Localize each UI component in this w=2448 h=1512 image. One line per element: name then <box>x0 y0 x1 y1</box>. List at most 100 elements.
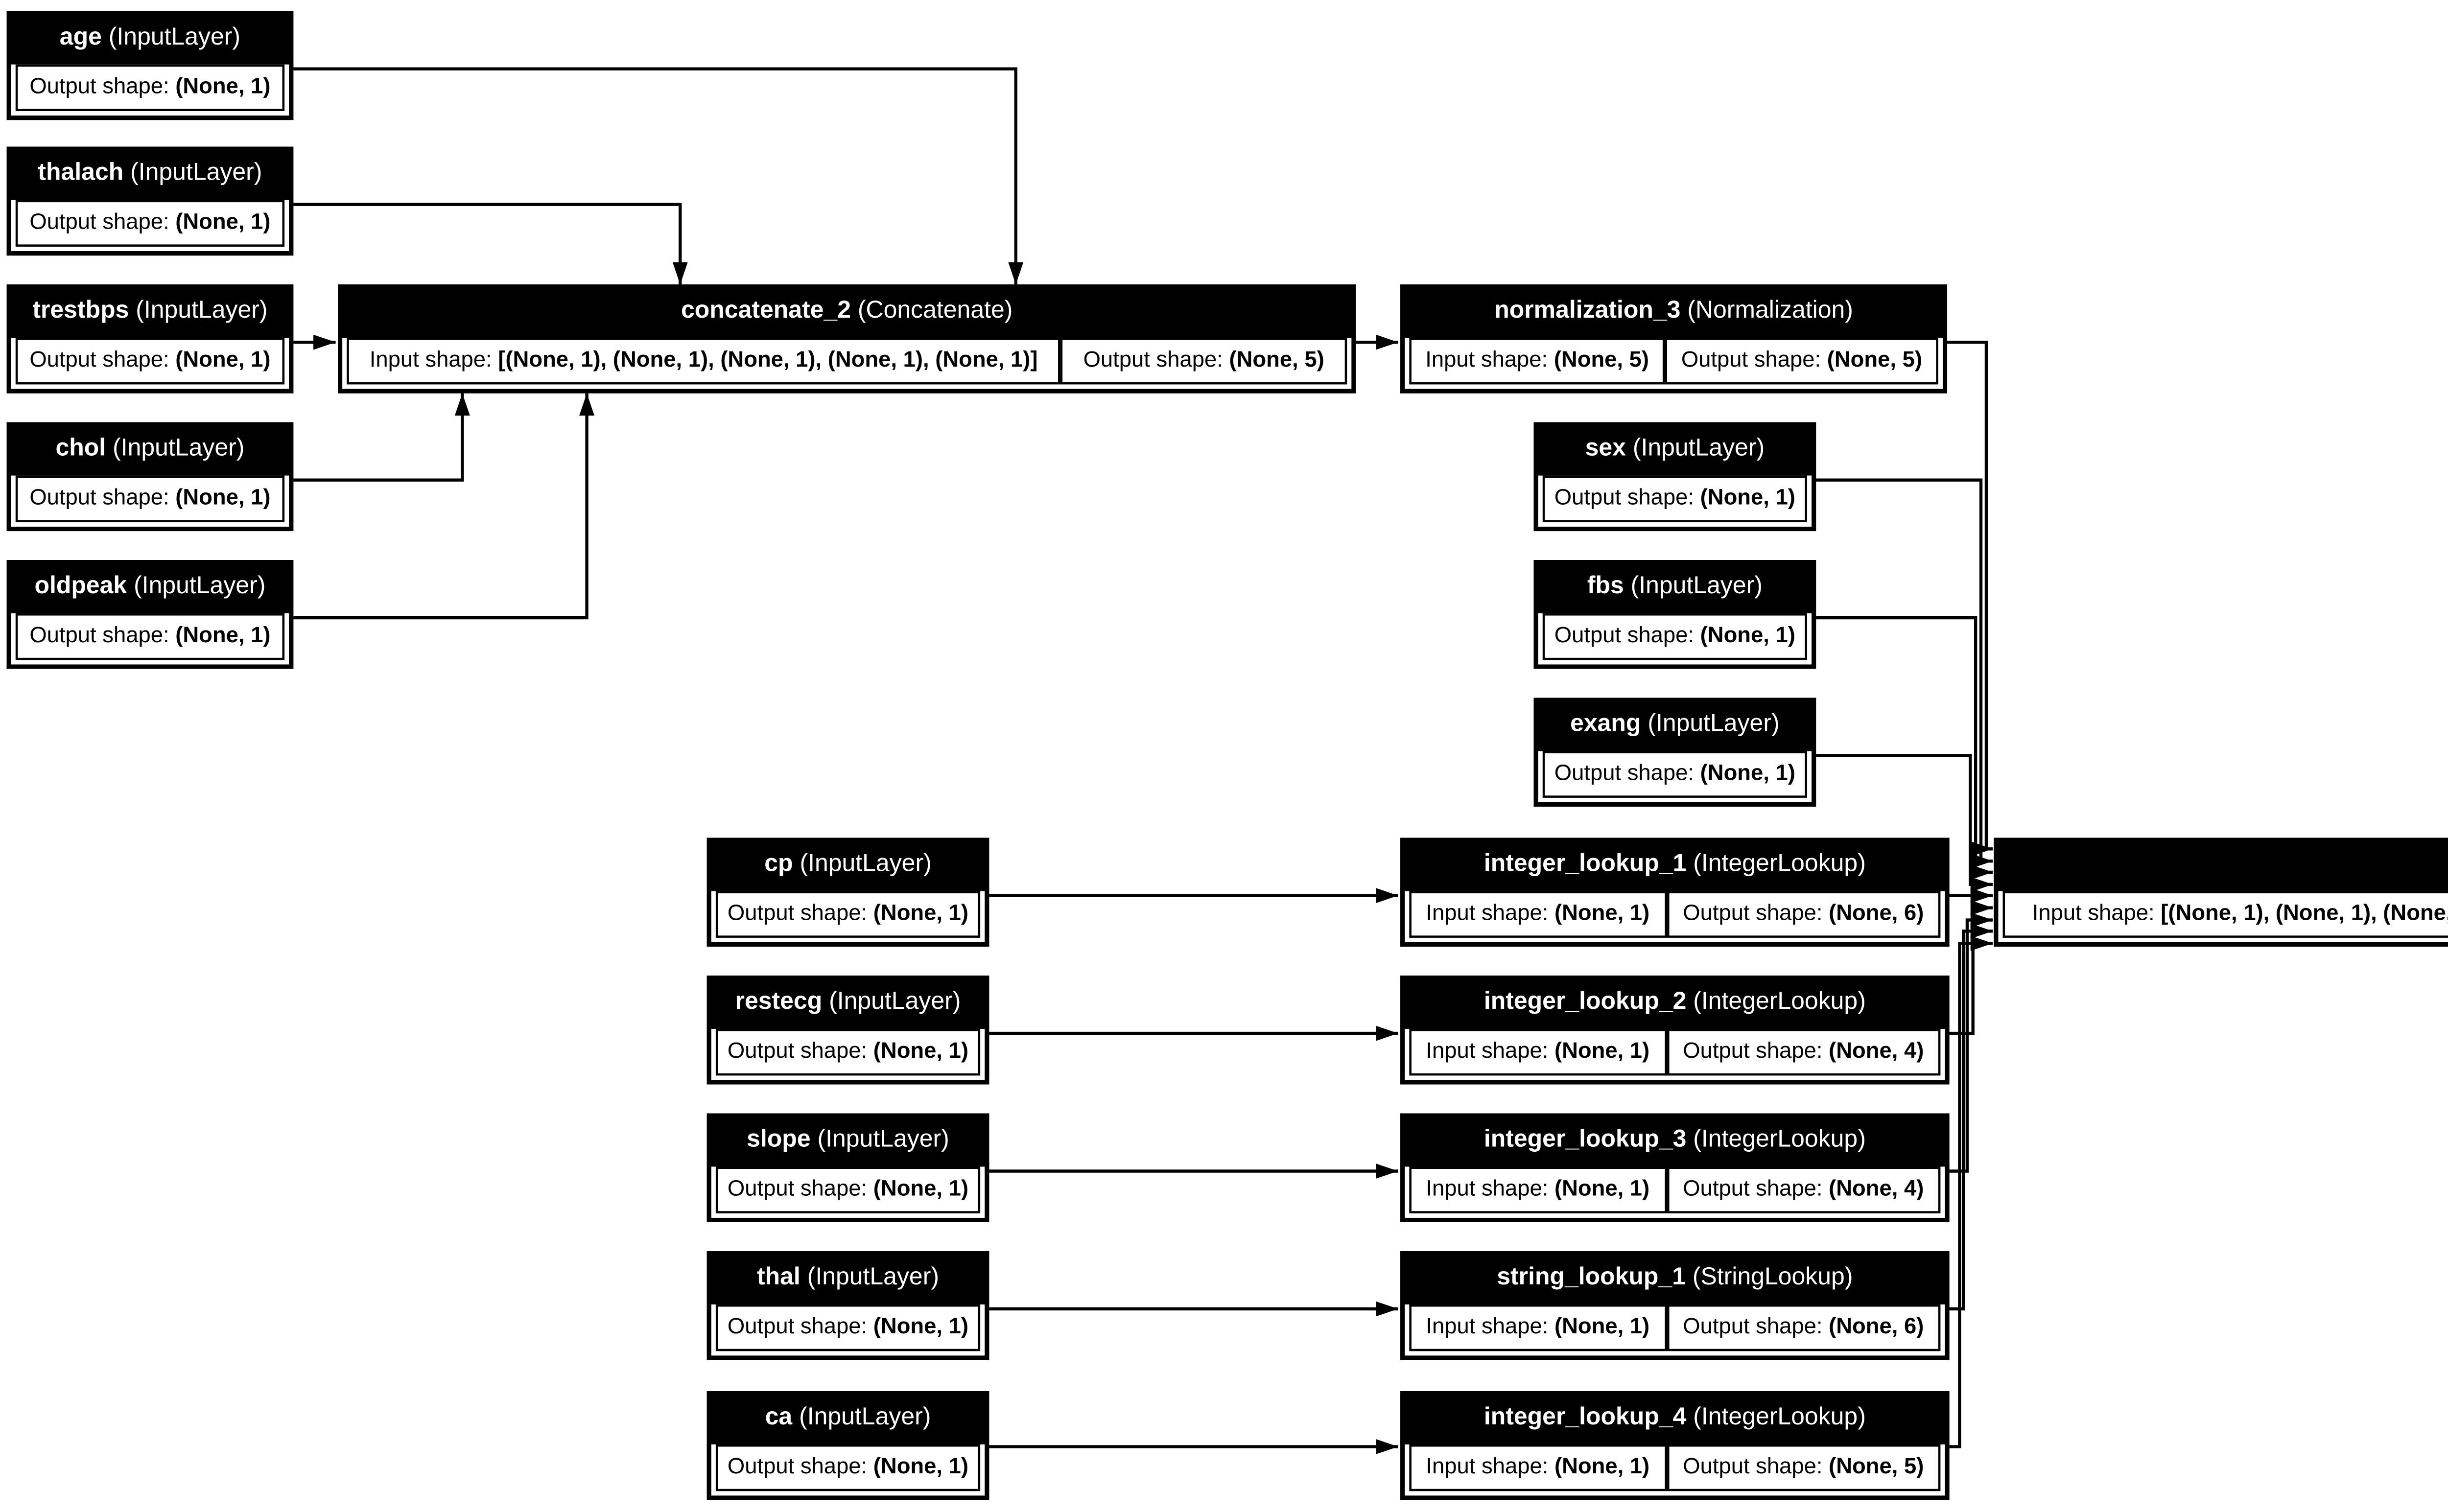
shape-cell: Output shape: (None, 1) <box>715 1303 981 1351</box>
shape-cell: Output shape: (None, 1) <box>715 1165 981 1213</box>
node-integer_lookup_4: integer_lookup_4 (IntegerLookup)Input sh… <box>1400 1391 1950 1500</box>
shape-cell: Output shape: (None, 1) <box>15 63 285 111</box>
node-integer_lookup_3: integer_lookup_3 (IntegerLookup)Input sh… <box>1400 1113 1950 1222</box>
node-restecg: restecg (InputLayer)Output shape: (None,… <box>706 976 989 1085</box>
node-title: integer_lookup_4 (IntegerLookup) <box>1405 1396 1945 1443</box>
node-shape-row: Output shape: (None, 1) <box>711 890 985 942</box>
shape-cell: Input shape: (None, 1) <box>1409 890 1667 938</box>
shape-cell: Input shape: (None, 1) <box>1409 1027 1667 1076</box>
node-integer_lookup_1: integer_lookup_1 (IntegerLookup)Input sh… <box>1400 837 1950 947</box>
node-title: string_lookup_1 (StringLookup) <box>1405 1256 1945 1303</box>
shape-cell: Output shape: (None, 1) <box>715 1027 981 1076</box>
edge-string_lookup_1-to-concatenate_3 <box>1949 923 1993 1311</box>
shape-cell: Output shape: (None, 1) <box>15 199 285 247</box>
shape-cell: Input shape: [(None, 1), (None, 1), (Non… <box>347 336 1061 385</box>
node-shape-row: Output shape: (None, 1) <box>1538 750 1812 802</box>
node-title: integer_lookup_3 (IntegerLookup) <box>1405 1117 1945 1166</box>
shape-cell: Output shape: (None, 6) <box>1666 890 1941 938</box>
node-title: integer_lookup_2 (IntegerLookup) <box>1405 980 1945 1028</box>
edge-oldpeak-to-concatenate_2 <box>293 393 594 620</box>
node-integer_lookup_2: integer_lookup_2 (IntegerLookup)Input sh… <box>1400 976 1950 1085</box>
node-title: exang (InputLayer) <box>1538 702 1812 750</box>
node-shape-row: Output shape: (None, 1) <box>11 199 289 252</box>
node-age: age (InputLayer)Output shape: (None, 1) <box>6 11 294 120</box>
node-shape-row: Input shape: (None, 1)Output shape: (Non… <box>1405 1027 1945 1080</box>
node-title: age (InputLayer) <box>11 15 289 64</box>
node-shape-row: Input shape: (None, 1)Output shape: (Non… <box>1405 1165 1945 1218</box>
node-shape-row: Output shape: (None, 1) <box>1538 474 1812 527</box>
node-exang: exang (InputLayer)Output shape: (None, 1… <box>1533 698 1816 807</box>
node-shape-row: Output shape: (None, 1) <box>711 1303 985 1356</box>
node-shape-row: Output shape: (None, 1) <box>11 336 289 389</box>
node-shape-row: Input shape: (None, 1)Output shape: (Non… <box>1405 890 1945 942</box>
node-title: normalization_3 (Normalization) <box>1405 289 1943 337</box>
edge-normalization_3-to-concatenate_3 <box>1947 340 1993 857</box>
node-shape-row: Output shape: (None, 1) <box>11 63 289 116</box>
shape-cell: Output shape: (None, 1) <box>1542 612 1808 660</box>
node-concatenate_3: concatenate_3 (Concatenate)Input shape: … <box>1994 837 2448 947</box>
node-thal: thal (InputLayer)Output shape: (None, 1) <box>706 1251 989 1360</box>
shape-cell: Input shape: (None, 1) <box>1409 1303 1667 1351</box>
shape-cell: Input shape: (None, 1) <box>1409 1443 1667 1491</box>
node-cp: cp (InputLayer)Output shape: (None, 1) <box>706 837 989 947</box>
node-title: restecg (InputLayer) <box>711 980 985 1028</box>
node-title: concatenate_2 (Concatenate) <box>342 289 1352 337</box>
node-concatenate_2: concatenate_2 (Concatenate)Input shape: … <box>338 284 1356 394</box>
edge-age-to-concatenate_2 <box>293 67 1024 285</box>
node-shape-row: Input shape: [(None, 1), (None, 1), (Non… <box>1998 890 2448 942</box>
node-title: integer_lookup_1 (IntegerLookup) <box>1405 842 1945 890</box>
edge-thalach-to-concatenate_2 <box>293 203 688 285</box>
shape-cell: Output shape: (None, 5) <box>1666 1443 1941 1491</box>
node-shape-row: Input shape: [(None, 1), (None, 1), (Non… <box>342 336 1352 389</box>
shape-cell: Output shape: (None, 1) <box>1542 750 1808 798</box>
node-shape-row: Output shape: (None, 1) <box>711 1443 985 1496</box>
node-slope: slope (InputLayer)Output shape: (None, 1… <box>706 1113 989 1222</box>
node-title: concatenate_3 (Concatenate) <box>1998 842 2448 890</box>
node-ca: ca (InputLayer)Output shape: (None, 1) <box>706 1391 989 1500</box>
node-shape-row: Output shape: (None, 1) <box>1538 612 1812 665</box>
edge-sex-to-concatenate_3 <box>1816 478 1993 869</box>
node-sex: sex (InputLayer)Output shape: (None, 1) <box>1533 422 1816 532</box>
node-title: cp (InputLayer) <box>711 842 985 890</box>
node-shape-row: Input shape: (None, 1)Output shape: (Non… <box>1405 1443 1945 1496</box>
shape-cell: Output shape: (None, 1) <box>715 1443 981 1491</box>
node-shape-row: Output shape: (None, 1) <box>11 474 289 527</box>
shape-cell: Output shape: (None, 5) <box>1060 336 1347 385</box>
edge-integer_lookup_2-to-concatenate_3 <box>1949 900 1993 1035</box>
edge-fbs-to-concatenate_3 <box>1816 616 1993 880</box>
node-string_lookup_1: string_lookup_1 (StringLookup)Input shap… <box>1400 1251 1950 1360</box>
node-shape-row: Output shape: (None, 1) <box>711 1027 985 1080</box>
node-title: oldpeak (InputLayer) <box>11 564 289 612</box>
shape-cell: Output shape: (None, 6) <box>1666 1303 1941 1351</box>
shape-cell: Output shape: (None, 4) <box>1666 1027 1941 1076</box>
shape-cell: Output shape: (None, 4) <box>1666 1165 1941 1213</box>
node-title: thalach (InputLayer) <box>11 151 289 199</box>
edge-chol-to-concatenate_2 <box>293 393 470 482</box>
node-trestbps: trestbps (InputLayer)Output shape: (None… <box>6 284 294 394</box>
node-title: slope (InputLayer) <box>711 1117 985 1166</box>
shape-cell: Output shape: (None, 1) <box>15 474 285 522</box>
shape-cell: Output shape: (None, 1) <box>15 336 285 385</box>
node-title: fbs (InputLayer) <box>1538 564 1812 612</box>
shape-cell: Output shape: (None, 5) <box>1665 336 1938 385</box>
node-shape-row: Input shape: (None, 5)Output shape: (Non… <box>1405 336 1943 389</box>
node-oldpeak: oldpeak (InputLayer)Output shape: (None,… <box>6 560 294 669</box>
shape-cell: Output shape: (None, 1) <box>715 890 981 938</box>
node-thalach: thalach (InputLayer)Output shape: (None,… <box>6 146 294 256</box>
node-title: ca (InputLayer) <box>711 1396 985 1443</box>
node-shape-row: Output shape: (None, 1) <box>11 612 289 665</box>
edge-integer_lookup_4-to-concatenate_3 <box>1949 935 1993 1448</box>
node-fbs: fbs (InputLayer)Output shape: (None, 1) <box>1533 560 1816 669</box>
shape-cell: Output shape: (None, 1) <box>15 612 285 660</box>
shape-cell: Input shape: [(None, 1), (None, 1), (Non… <box>2002 890 2448 938</box>
shape-cell: Input shape: (None, 1) <box>1409 1165 1667 1213</box>
node-shape-row: Input shape: (None, 1)Output shape: (Non… <box>1405 1303 1945 1356</box>
shape-cell: Output shape: (None, 1) <box>1542 474 1808 522</box>
node-normalization_3: normalization_3 (Normalization)Input sha… <box>1400 284 1948 394</box>
node-title: thal (InputLayer) <box>711 1256 985 1303</box>
node-chol: chol (InputLayer)Output shape: (None, 1) <box>6 422 294 532</box>
shape-cell: Input shape: (None, 5) <box>1409 336 1665 385</box>
